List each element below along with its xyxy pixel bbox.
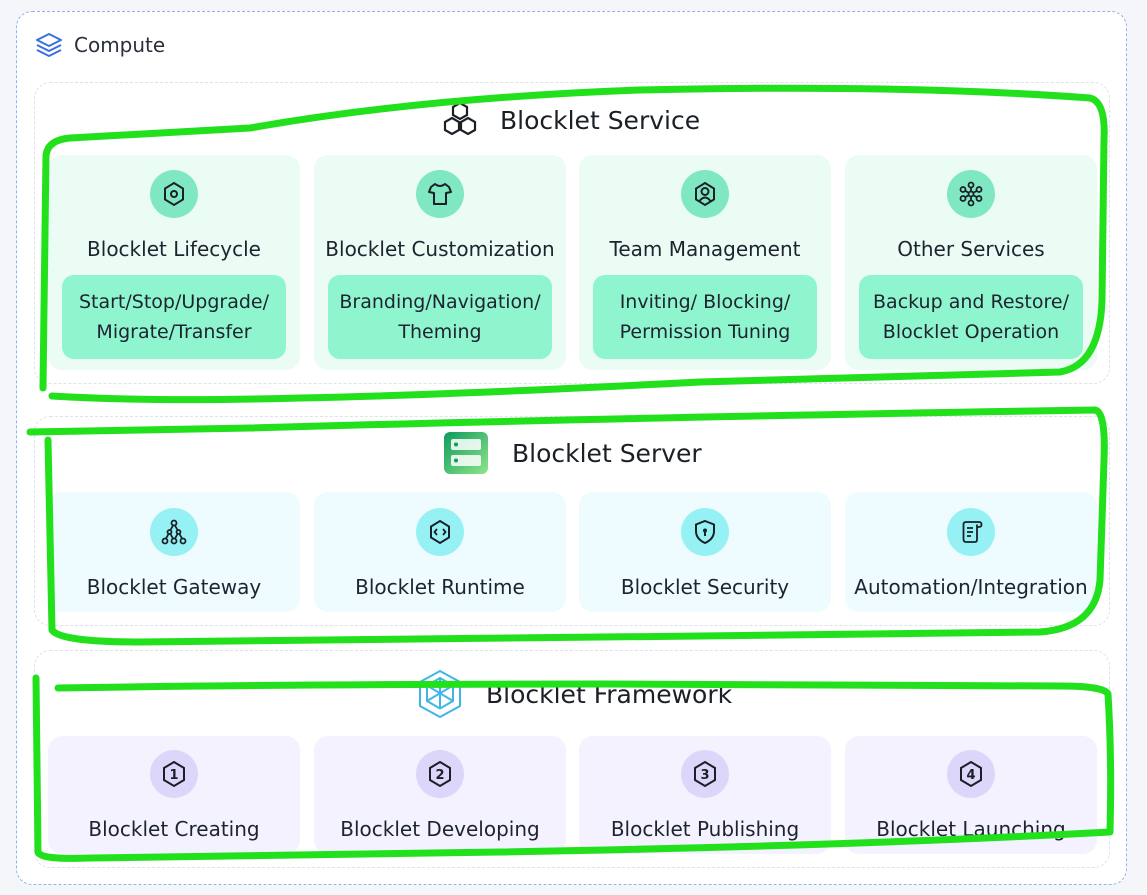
card-blocklet-lifecycle[interactable]: Blocklet Lifecycle Start/Stop/Upgrade/ M…: [48, 155, 300, 370]
step-number: 4: [966, 768, 975, 783]
hexagon-4-icon: 4: [947, 750, 995, 798]
layers-icon: [36, 33, 62, 57]
card-automation-integration[interactable]: Automation/Integration: [845, 492, 1097, 612]
card-blocklet-developing[interactable]: 2 Blocklet Developing: [314, 736, 566, 854]
hexagon-gear-icon: [150, 170, 198, 218]
step-number: 3: [700, 768, 709, 783]
detail-line: Inviting/ Blocking/: [619, 291, 791, 313]
card-label: Blocklet Publishing: [610, 817, 800, 841]
hexagon-2-icon: 2: [416, 750, 464, 798]
detail-line: Blocklet Operation: [882, 321, 1060, 343]
step-number: 1: [169, 768, 178, 783]
hexagons-icon: [443, 101, 477, 136]
card-label: Blocklet Launching: [876, 817, 1066, 841]
user-hexagon-icon: [681, 170, 729, 218]
shield-icon: [681, 508, 729, 556]
compute-title: Compute: [74, 33, 166, 57]
card-label: Blocklet Runtime: [355, 575, 525, 599]
detail-line: Start/Stop/Upgrade/: [78, 291, 270, 313]
card-label: Blocklet Security: [620, 575, 790, 599]
card-blocklet-publishing[interactable]: 3 Blocklet Publishing: [579, 736, 831, 854]
detail-line: Backup and Restore/: [873, 291, 1069, 313]
section-title: Blocklet Server: [512, 438, 702, 468]
card-label: Blocklet Developing: [340, 817, 540, 841]
network-icon: [150, 508, 198, 556]
card-team-management[interactable]: Team Management Inviting/ Blocking/ Perm…: [579, 155, 831, 370]
card-label: Other Services: [897, 237, 1045, 261]
card-detail: Inviting/ Blocking/ Permission Tuning: [593, 275, 817, 359]
card-label: Blocklet Customization: [325, 237, 555, 261]
compute-header: Compute: [34, 30, 165, 60]
card-blocklet-gateway[interactable]: Blocklet Gateway: [48, 492, 300, 612]
card-blocklet-launching[interactable]: 4 Blocklet Launching: [845, 736, 1097, 854]
card-detail: Start/Stop/Upgrade/ Migrate/Transfer: [62, 275, 286, 359]
detail-line: Branding/Navigation/: [339, 291, 541, 313]
card-blocklet-security[interactable]: Blocklet Security: [579, 492, 831, 612]
code-hexagon-icon: [416, 508, 464, 556]
blocklet-server-heading: Blocklet Server: [442, 430, 702, 476]
card-other-services[interactable]: Other Services Backup and Restore/ Block…: [845, 155, 1097, 370]
card-detail: Branding/Navigation/ Theming: [328, 275, 552, 359]
card-blocklet-runtime[interactable]: Blocklet Runtime: [314, 492, 566, 612]
card-label: Blocklet Gateway: [86, 575, 262, 599]
scroll-icon: [947, 508, 995, 556]
detail-line: Migrate/Transfer: [96, 321, 252, 343]
detail-line: Theming: [398, 321, 482, 343]
detail-line: Permission Tuning: [619, 321, 791, 343]
section-title: Blocklet Service: [500, 105, 701, 135]
hexagon-1-icon: 1: [150, 750, 198, 798]
section-title: Blocklet Framework: [486, 679, 733, 709]
tshirt-icon: [416, 170, 464, 218]
card-label: Blocklet Creating: [88, 817, 260, 841]
server-icon: [444, 432, 488, 474]
blocklet-service-heading: Blocklet Service: [440, 100, 700, 140]
card-blocklet-customization[interactable]: Blocklet Customization Branding/Navigati…: [314, 155, 566, 370]
card-blocklet-creating[interactable]: 1 Blocklet Creating: [48, 736, 300, 854]
hexagon-3-icon: 3: [681, 750, 729, 798]
step-number: 2: [435, 768, 444, 783]
blocklet-framework-heading: Blocklet Framework: [414, 668, 732, 720]
card-label: Team Management: [609, 237, 801, 261]
cube-icon: [419, 669, 461, 719]
card-label: Blocklet Lifecycle: [87, 237, 261, 261]
card-label: Automation/Integration: [854, 575, 1088, 599]
molecule-icon: [947, 170, 995, 218]
card-detail: Backup and Restore/ Blocklet Operation: [859, 275, 1083, 359]
